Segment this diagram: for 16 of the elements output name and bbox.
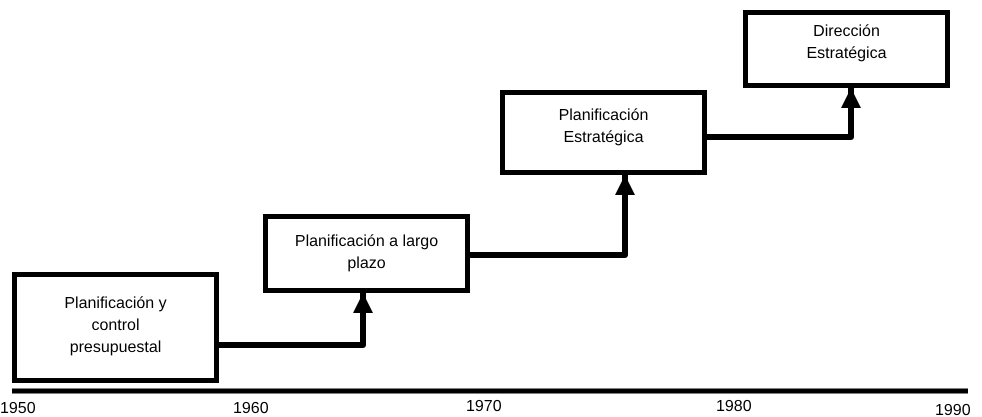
- stage-box: [263, 214, 470, 293]
- arrow: [219, 293, 373, 348]
- stage-box: [12, 272, 219, 383]
- year-label: 1960: [233, 400, 269, 417]
- year-label: 1980: [716, 398, 752, 416]
- stage-box: [500, 90, 707, 175]
- stage-label: Dirección Estratégica: [805, 22, 888, 64]
- stage-box: [743, 10, 950, 88]
- stage-label: Planificación y control presupuestal: [63, 294, 168, 358]
- year-label: 1990: [935, 402, 971, 417]
- arrow: [470, 175, 635, 258]
- year-label: 1950: [0, 400, 36, 417]
- stage-label: Planificación Estratégica: [558, 106, 650, 148]
- year-label: 1970: [466, 398, 502, 416]
- stage-label: Planificación a largo plazo: [294, 232, 440, 274]
- arrow: [707, 88, 861, 140]
